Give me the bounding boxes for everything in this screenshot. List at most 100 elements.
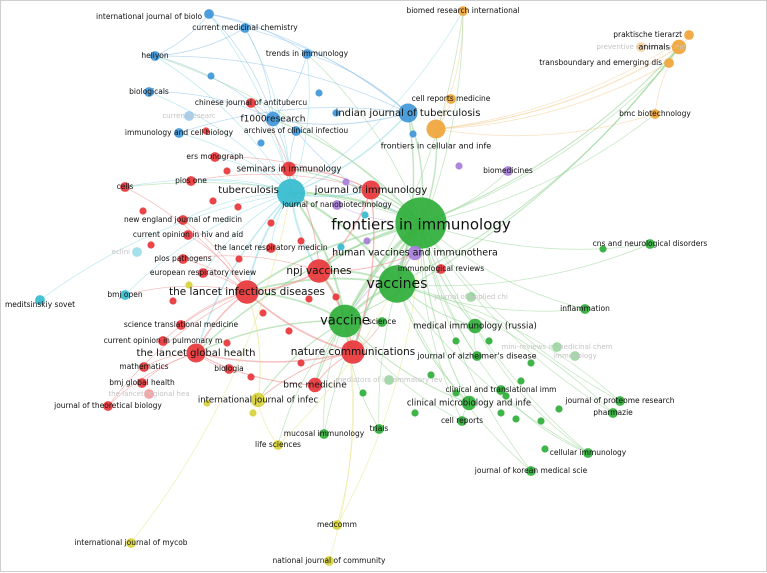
unlabeled-node-31[interactable] xyxy=(452,337,460,345)
node-mediators-of-inflammation[interactable] xyxy=(384,375,394,385)
unlabeled-node-8[interactable] xyxy=(297,359,305,367)
unlabeled-node-6[interactable] xyxy=(259,309,267,317)
node-bmj-global-health[interactable] xyxy=(137,378,147,388)
node-frontiers-in-cellular-and-infe[interactable] xyxy=(426,119,446,139)
node-indian-journal-of-tuberculosis[interactable] xyxy=(398,103,418,123)
unlabeled-node-0[interactable] xyxy=(202,127,210,135)
unlabeled-node-26[interactable] xyxy=(541,445,549,453)
unlabeled-node-18[interactable] xyxy=(537,417,545,425)
unlabeled-node-21[interactable] xyxy=(527,359,535,367)
unlabeled-node-15[interactable] xyxy=(332,293,340,301)
unlabeled-node-39[interactable] xyxy=(342,178,350,186)
node-medical-immunology-russia[interactable] xyxy=(467,318,483,334)
node-trials[interactable] xyxy=(374,424,384,434)
node-preventive-veterinary-medicine[interactable] xyxy=(636,42,646,52)
node-current-opinion-in-pulmonary-m[interactable] xyxy=(158,336,168,346)
node-european-respiratory-review[interactable] xyxy=(198,268,208,278)
node-meditsinskiy-sovet[interactable] xyxy=(35,295,45,305)
node-human-vaccines-and-immunothera[interactable] xyxy=(407,245,423,261)
node-cns-and-neurological-disorders[interactable] xyxy=(645,239,655,249)
node-new-england-journal-of-medicin[interactable] xyxy=(178,215,188,225)
unlabeled-node-42[interactable] xyxy=(185,281,193,289)
node-inflammation[interactable] xyxy=(580,304,590,314)
node-the-lancet-global-health[interactable] xyxy=(186,343,206,363)
node-cell-reports[interactable] xyxy=(457,416,467,426)
node-journal-of-immunology[interactable] xyxy=(361,180,381,200)
node-journal-of-applied-chem[interactable] xyxy=(466,292,476,302)
node-cellular-immunology[interactable] xyxy=(583,448,593,458)
node-immunology-and-cell-biology[interactable] xyxy=(174,128,184,138)
unlabeled-node-44[interactable] xyxy=(249,409,257,417)
node-mathematics[interactable] xyxy=(139,362,149,372)
unlabeled-node-12[interactable] xyxy=(147,241,155,249)
unlabeled-node-38[interactable] xyxy=(363,237,371,245)
unlabeled-node-16[interactable] xyxy=(305,295,313,303)
node-immunological-reviews[interactable] xyxy=(436,264,446,274)
node-biologia[interactable] xyxy=(224,364,234,374)
unlabeled-node-14[interactable] xyxy=(209,197,217,205)
unlabeled-node-28[interactable] xyxy=(359,389,367,397)
node-science-translational-medicine[interactable] xyxy=(176,320,186,330)
unlabeled-node-20[interactable] xyxy=(555,405,563,413)
node-cell-reports-medicine[interactable] xyxy=(446,94,456,104)
unlabeled-node-29[interactable] xyxy=(599,245,607,253)
node-life-sciences[interactable] xyxy=(273,440,283,450)
node-international-journal-of-mycob[interactable] xyxy=(126,538,136,548)
unlabeled-node-43[interactable] xyxy=(203,399,211,407)
node-biologicals[interactable] xyxy=(144,87,154,97)
unlabeled-node-25[interactable] xyxy=(502,392,510,400)
node-bmc-biotechnology[interactable] xyxy=(650,109,660,119)
unlabeled-node-41[interactable] xyxy=(361,211,369,219)
node-mini-reviews-in-medicinal-chem[interactable] xyxy=(552,342,562,352)
node-bmc-medicine[interactable] xyxy=(307,377,323,393)
node-heliyon[interactable] xyxy=(150,51,160,61)
node-biomedicines[interactable] xyxy=(503,166,513,176)
unlabeled-node-32[interactable] xyxy=(207,72,215,80)
node-journal-of-korean-medical-scie[interactable] xyxy=(526,466,536,476)
node-npj-vaccines[interactable] xyxy=(307,259,331,283)
node-animals[interactable] xyxy=(671,39,687,55)
node-mucosal-immunology[interactable] xyxy=(319,429,329,439)
unlabeled-node-4[interactable] xyxy=(297,237,305,245)
node-frontiers-in-immunology[interactable] xyxy=(395,197,447,249)
node-plos-one[interactable] xyxy=(186,176,196,186)
unlabeled-node-34[interactable] xyxy=(332,109,340,117)
node-trends-in-immunology[interactable] xyxy=(302,49,312,59)
node-current-medicinal-chemistry[interactable] xyxy=(240,23,250,33)
unlabeled-node-11[interactable] xyxy=(169,297,177,305)
node-ers-monograph[interactable] xyxy=(210,152,220,162)
node-cells[interactable] xyxy=(120,182,130,192)
node-national-journal-of-community[interactable] xyxy=(324,556,334,566)
unlabeled-node-27[interactable] xyxy=(512,415,520,423)
unlabeled-node-30[interactable] xyxy=(485,337,493,345)
node-eclinicalmedicine[interactable] xyxy=(132,247,142,257)
node-seminars-in-immunology[interactable] xyxy=(281,161,297,177)
unlabeled-node-24[interactable] xyxy=(411,409,419,417)
node-vaccines[interactable] xyxy=(378,265,416,303)
node-bmj-open[interactable] xyxy=(120,290,130,300)
node-tuberculosis[interactable] xyxy=(276,178,306,208)
node-current-opinion-in-hiv-and-aid[interactable] xyxy=(183,230,193,240)
node-the-lancet-infectious-diseases[interactable] xyxy=(235,280,259,304)
node-the-lancet-regional-health[interactable] xyxy=(144,389,154,399)
node-praktische-tierarzt[interactable] xyxy=(684,30,694,40)
unlabeled-node-19[interactable] xyxy=(497,409,505,417)
unlabeled-node-17[interactable] xyxy=(517,377,525,385)
node-biomed-research-international[interactable] xyxy=(458,6,468,16)
node-journal-of-alzheimers-disease[interactable] xyxy=(472,351,482,361)
node-clinical-microbiology-and-infe[interactable] xyxy=(461,395,477,411)
unlabeled-node-35[interactable] xyxy=(257,139,265,147)
node-journal-of-nanobiotechnology[interactable] xyxy=(332,200,342,210)
unlabeled-node-13[interactable] xyxy=(139,207,147,215)
node-transboundary-and-emerging-dis[interactable] xyxy=(664,58,674,68)
node-journal-of-theoretical-biology[interactable] xyxy=(103,401,113,411)
unlabeled-node-23[interactable] xyxy=(452,389,460,397)
unlabeled-node-5[interactable] xyxy=(235,255,243,263)
node-clinical-and-translational-imm[interactable] xyxy=(496,385,506,395)
node-international-journal-of-infec[interactable] xyxy=(250,392,266,408)
node-medcomm[interactable] xyxy=(332,520,342,530)
unlabeled-node-37[interactable] xyxy=(455,162,463,170)
node-chinese-journal-of-antitubercu[interactable] xyxy=(246,98,256,108)
node-journal-of-proteome-research[interactable] xyxy=(615,396,625,406)
